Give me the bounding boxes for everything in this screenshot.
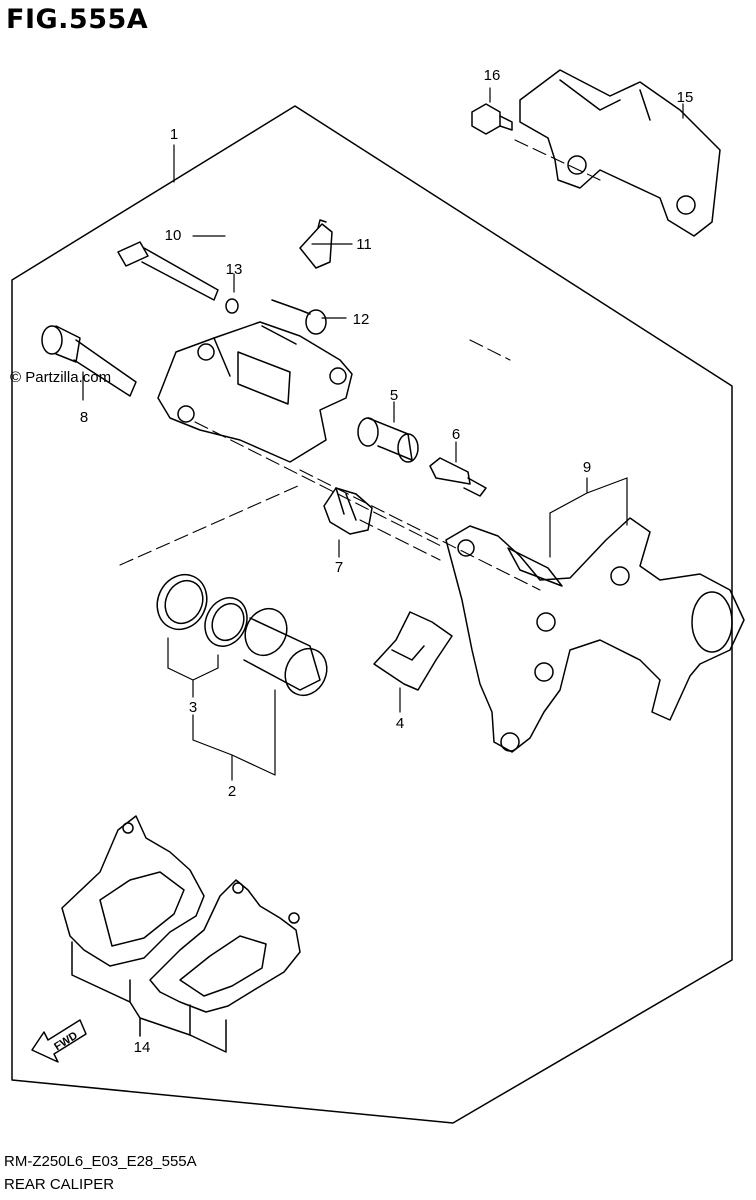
bracket-9 bbox=[445, 517, 745, 753]
callout-15: 15 bbox=[677, 89, 694, 106]
leader-lines bbox=[82, 87, 684, 781]
figure-title: FIG.555A bbox=[6, 4, 149, 35]
caliper-body bbox=[157, 321, 353, 463]
pin-bolt-8 bbox=[41, 325, 137, 397]
fwd-label: FWD bbox=[52, 1030, 80, 1053]
bleeder-11 bbox=[299, 219, 333, 269]
callout-2: 2 bbox=[228, 783, 236, 800]
callout-9: 9 bbox=[583, 459, 591, 476]
bolt-16 bbox=[471, 103, 513, 135]
callout-12: 12 bbox=[353, 311, 370, 328]
callout-8: 8 bbox=[80, 409, 88, 426]
callout-10: 10 bbox=[165, 227, 182, 244]
callout-4: 4 bbox=[396, 715, 404, 732]
callout-11: 11 bbox=[356, 236, 372, 253]
callout-5: 5 bbox=[390, 387, 398, 404]
pin-6 bbox=[429, 457, 487, 497]
pin-10 bbox=[117, 241, 219, 301]
spring-4 bbox=[373, 611, 453, 691]
seal-3 bbox=[156, 573, 248, 647]
watermark: © Partzilla.com bbox=[10, 369, 112, 386]
assembly-dashes bbox=[119, 139, 601, 591]
callout-3: 3 bbox=[189, 699, 197, 716]
callout-labels: 1 2 3 4 5 6 7 8 9 10 11 12 13 14 15 16 bbox=[80, 67, 694, 1056]
callout-16: 16 bbox=[484, 67, 501, 84]
pads-14 bbox=[61, 815, 301, 1053]
bracket-15 bbox=[519, 69, 721, 237]
boot-7 bbox=[323, 487, 373, 535]
figure-code: RM-Z250L6_E03_E28_555A bbox=[4, 1153, 197, 1170]
callout-7: 7 bbox=[335, 559, 343, 576]
figure-name: REAR CALIPER bbox=[4, 1176, 115, 1193]
callout-6: 6 bbox=[452, 426, 460, 443]
callout-13: 13 bbox=[226, 261, 243, 278]
callout-1: 1 bbox=[170, 126, 178, 143]
piston-2 bbox=[243, 607, 328, 697]
cap-12 bbox=[271, 299, 327, 335]
fwd-arrow bbox=[31, 1019, 87, 1063]
callout-14: 14 bbox=[134, 1039, 151, 1056]
o-ring-13 bbox=[225, 298, 239, 314]
assembly-outline bbox=[11, 105, 733, 1124]
sleeve-5 bbox=[357, 417, 419, 463]
